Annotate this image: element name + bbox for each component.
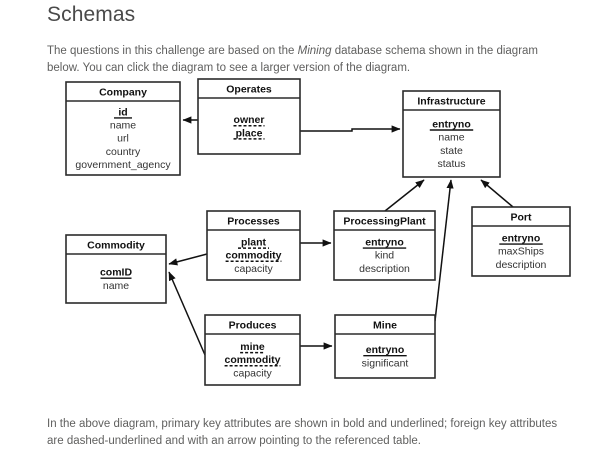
entity-box	[333, 210, 436, 281]
entity-box	[65, 81, 181, 176]
link-place-to-infrastructure	[300, 125, 401, 133]
entity-title: Produces	[229, 320, 277, 332]
attribute-description: description	[496, 259, 547, 271]
intro-text-before: The questions in this challenge are base…	[47, 44, 298, 57]
attribute-plant-foreign-key: plant	[241, 237, 267, 249]
attribute-mine-foreign-key: mine	[240, 341, 265, 353]
entity-box	[402, 90, 501, 178]
entity-title: ProcessingPlant	[343, 216, 426, 228]
attribute-kind: kind	[375, 250, 394, 262]
entity-box	[334, 314, 436, 379]
page-title: Schemas	[47, 3, 136, 26]
entity-box	[197, 78, 301, 155]
entity-box	[471, 206, 571, 277]
link-produces-to-commodity	[168, 271, 206, 356]
attribute-significant: significant	[362, 357, 409, 369]
attribute-status: status	[437, 158, 465, 170]
intro-emphasis: Mining	[297, 44, 332, 57]
attribute-url: url	[117, 133, 129, 145]
attribute-owner-foreign-key: owner	[234, 114, 265, 126]
intro-paragraph: The questions in this challenge are base…	[47, 43, 567, 78]
entity-title: Operates	[226, 84, 272, 96]
entity-title: Infrastructure	[417, 96, 485, 108]
entity-box	[65, 234, 167, 304]
attribute-description: description	[359, 263, 410, 275]
attribute-government_agency: government_agency	[75, 159, 171, 171]
attribute-capacity: capacity	[234, 263, 273, 275]
entity-title: Processes	[227, 216, 280, 228]
attribute-name: name	[103, 280, 129, 292]
attribute-place-foreign-key: place	[236, 127, 263, 139]
attribute-commodity-foreign-key: commodity	[225, 250, 281, 262]
er-diagram-svg[interactable]: Companyidnameurlcountrygovernment_agency…	[0, 72, 606, 397]
footer-note: In the above diagram, primary key attrib…	[47, 417, 558, 448]
entity-box	[204, 314, 301, 386]
entity-title: Company	[99, 87, 147, 99]
attribute-maxShips: maxShips	[498, 246, 544, 258]
link-processingplant-to-infrastructure	[384, 179, 425, 212]
link-port-to-infrastructure	[480, 179, 514, 208]
attribute-entryno-primary-key: entryno	[432, 118, 471, 130]
attribute-entryno-primary-key: entryno	[365, 237, 404, 249]
attribute-capacity: capacity	[233, 367, 272, 379]
entity-box	[206, 210, 301, 281]
attribute-country: country	[106, 146, 141, 158]
attribute-commodity-foreign-key: commodity	[224, 354, 280, 366]
entity-title: Mine	[373, 320, 397, 332]
attribute-state: state	[440, 145, 463, 157]
attribute-entryno-primary-key: entryno	[502, 233, 541, 245]
attribute-name: name	[438, 132, 464, 144]
attribute-name: name	[110, 120, 136, 132]
link-processes-to-commodity	[168, 253, 208, 266]
link-mine-to-infrastructure	[434, 179, 454, 322]
entity-boxes: Companyidnameurlcountrygovernment_agency…	[65, 78, 571, 386]
attribute-entryno-primary-key: entryno	[366, 344, 405, 356]
attribute-id-primary-key: id	[118, 106, 127, 118]
entity-title: Port	[511, 212, 533, 224]
relationship-lines	[168, 116, 514, 356]
attribute-comID-primary-key: comID	[100, 267, 133, 279]
intro-text-after: database schema shown in the diagram bel…	[47, 44, 538, 75]
entity-title: Commodity	[87, 240, 145, 252]
